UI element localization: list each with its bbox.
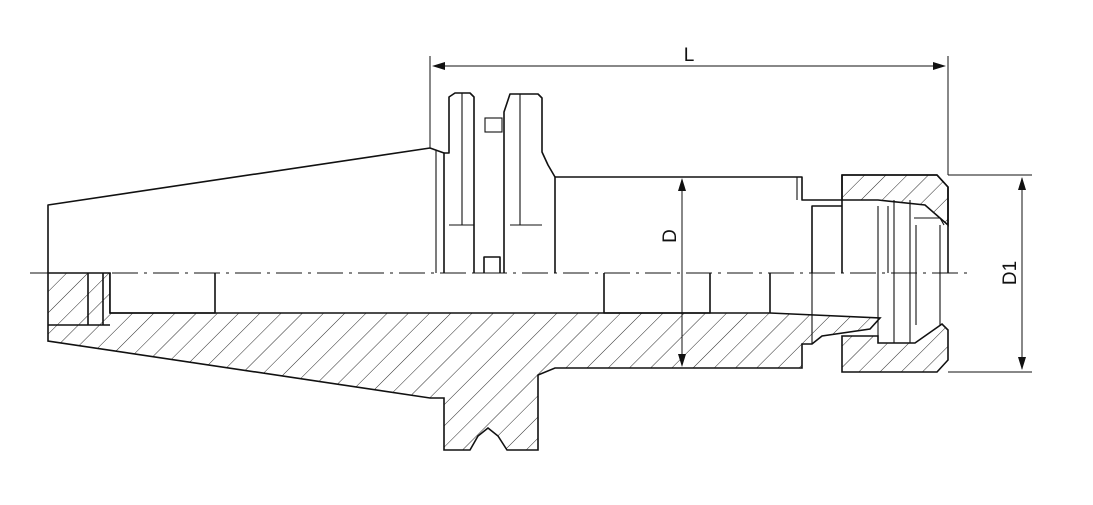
bore-clear (110, 274, 770, 312)
nut-section-lower (841, 322, 949, 373)
holder-section-lower (47, 272, 882, 451)
bore-lines (48, 273, 771, 326)
nut-lower-lines (811, 273, 941, 344)
dimension-label-D: D (660, 229, 681, 243)
dimension-label-D1: D1 (1000, 261, 1021, 285)
upper-outline (47, 92, 949, 274)
dimension-label-L: L (684, 45, 695, 66)
nut-section-upper (841, 174, 949, 227)
dimension-L (429, 56, 949, 175)
dimension-D (678, 178, 686, 367)
dimension-D1 (948, 174, 1032, 373)
